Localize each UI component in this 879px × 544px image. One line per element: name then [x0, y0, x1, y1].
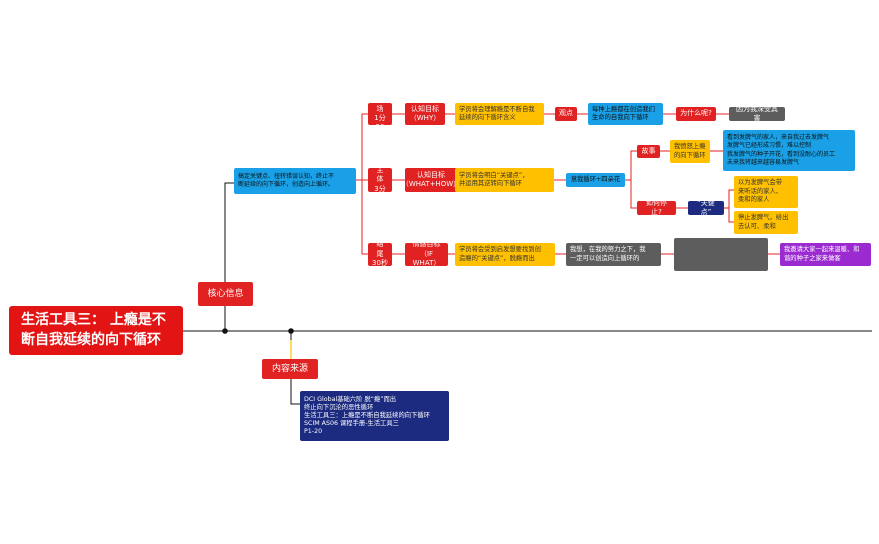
opening-view-node[interactable]: 每种上瘾都在创造我们 生命的自我向下循环 [588, 103, 663, 125]
story-label[interactable]: 故事 [637, 145, 660, 158]
desc-ending[interactable]: 学员将会受到启发想要找到创 造瘾的“关键点”，脱瘾而出 [455, 243, 555, 266]
story-detail[interactable]: 看到发脾气的家人，来自我过去发脾气 发脾气已经形成习惯，难以控制 我发脾气的种子… [723, 130, 855, 171]
stage-opening[interactable]: 开 场 1分30 [368, 95, 392, 131]
tool-node[interactable]: 意我循环+四朵花 [566, 173, 625, 187]
story-subject[interactable]: 我愤怒上瘾 的向下循环 [670, 140, 710, 163]
hope-node[interactable]: 我想，在我的努力之下，我 一定可以创造向上循环的 [566, 243, 661, 266]
source-info-node[interactable]: DCI Global基础六阶 脱“瘾”而出 终止向下沉沦的恶性循环 生活工具三：… [300, 391, 449, 441]
why-question[interactable]: 为什么呢? [676, 107, 716, 121]
desc-body[interactable]: 学员将会明白“关键点”， 并运用其逆转向下循环 [455, 168, 554, 192]
branch-content-source[interactable]: 内容来源 [262, 359, 318, 379]
key-point-belief[interactable]: 以为发脾气会带 来听话的家人、 柔和的家人 [734, 176, 798, 208]
desc-opening[interactable]: 学员将会理解瘾是不断自我 延续的向下循环含义 [455, 103, 544, 125]
branch-core-info[interactable]: 核心信息 [198, 282, 253, 306]
root-topic[interactable]: 生活工具三： 上瘾是不 断自我延续的向下循环 [9, 306, 183, 355]
stage-body[interactable]: 主 体 3分 [368, 166, 392, 193]
stage-ending[interactable]: 结 尾 30秒 [368, 240, 392, 267]
invite-node[interactable]: 我邀请大家一起来温暖、和 谐的种子之家来做客 [780, 243, 871, 266]
core-junction-dot [222, 328, 228, 334]
goal-opening[interactable]: 认知目标 （WHY） [405, 103, 445, 125]
blank-node[interactable] [674, 238, 768, 271]
reason-node[interactable]: 因为我深受其害 [729, 105, 785, 122]
key-point-action[interactable]: 停止发脾气，给出 去认可、柔和 [734, 211, 798, 234]
key-point-node[interactable]: “关键点” [688, 199, 724, 216]
source-junction-dot [288, 328, 294, 334]
point-label[interactable]: 观点 [555, 107, 577, 121]
goal-body[interactable]: 认知目标 （WHAT+HOW） [402, 168, 460, 192]
goal-ending[interactable]: 情感目标 （IF WHAT） [405, 240, 448, 267]
core-summary-node[interactable]: 搞定关键点、扭转错误认知，终止不 断延续的向下循环，创造向上循环。 [234, 168, 356, 194]
how-to-stop[interactable]: 如何停止? [637, 199, 676, 216]
